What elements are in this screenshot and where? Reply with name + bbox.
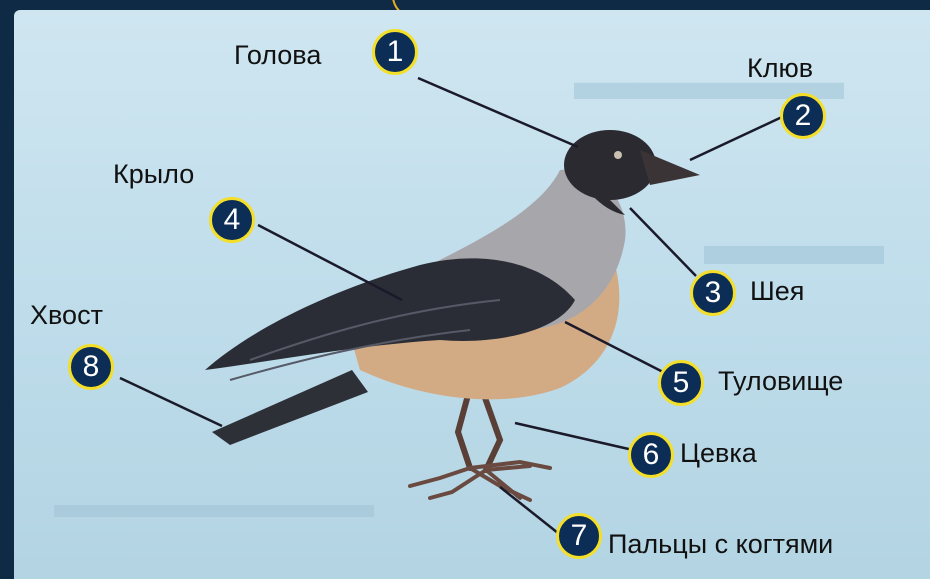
crow-head (564, 130, 656, 200)
leader-line-6 (515, 423, 633, 450)
badge-6: 6 (628, 432, 674, 478)
leader-line-7 (500, 487, 563, 537)
label-beak: Клюв (747, 55, 813, 82)
label-tarsus: Цевка (680, 440, 757, 467)
label-neck: Шея (750, 278, 804, 305)
crow-toes (410, 462, 550, 500)
badge-2: 2 (780, 93, 826, 139)
crow-eye (614, 151, 622, 159)
leader-line-3 (630, 208, 696, 276)
leader-line-8 (120, 378, 222, 426)
crow-illustration (205, 130, 700, 500)
crow-legs (458, 395, 500, 470)
badge-7: 7 (556, 513, 602, 559)
leader-line-4 (258, 225, 402, 300)
leader-line-1 (418, 78, 578, 147)
badge-3: 3 (690, 270, 736, 316)
badge-5: 5 (658, 360, 704, 406)
label-body: Туловище (718, 368, 843, 395)
badge-4: 4 (209, 197, 255, 243)
leader-line-2 (690, 117, 782, 160)
label-head: Голова (234, 42, 321, 69)
badge-8: 8 (68, 344, 114, 390)
crow-beak (640, 150, 700, 185)
label-tail: Хвост (30, 302, 103, 329)
label-wing: Крыло (113, 161, 194, 188)
label-toes-claws: Пальцы с когтями (608, 531, 833, 558)
crow-tail (212, 370, 368, 445)
badge-1: 1 (372, 29, 418, 75)
